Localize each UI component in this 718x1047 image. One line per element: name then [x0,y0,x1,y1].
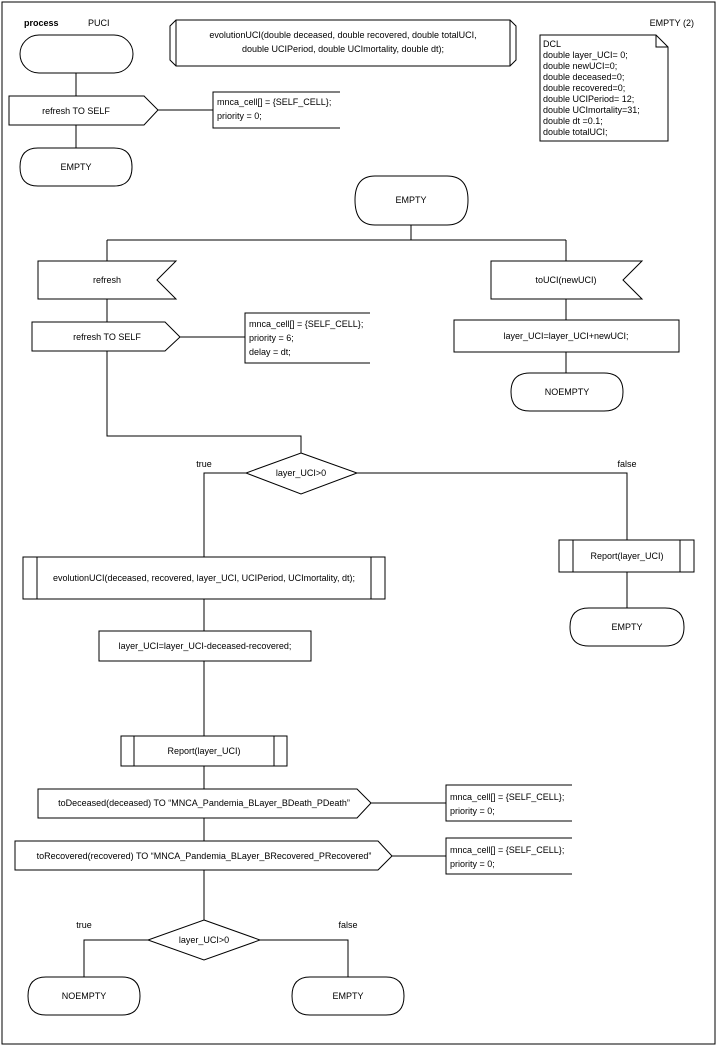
procedure-declaration[interactable]: evolutionUCI(double deceased, double rec… [169,19,517,67]
task-label: layer_UCI=layer_UCI+newUCI; [503,331,628,341]
false-label: false [617,459,636,469]
flow-line [106,351,302,453]
output-label: refresh TO SELF [42,106,110,116]
task-add-newuci[interactable]: layer_UCI=layer_UCI+newUCI; [453,319,680,353]
decision-layer-uci[interactable]: layer_UCI>0 [244,452,359,495]
dcl-line: DCL [543,39,561,49]
note-line: mnca_cell[] = {SELF_CELL}; [450,792,564,802]
state-empty[interactable]: EMPTY [354,175,469,226]
state-label: NOEMPTY [545,387,590,397]
decision-layer-uci-2[interactable]: layer_UCI>0 [146,919,262,961]
process-keyword: process [24,18,59,28]
start-symbol[interactable] [19,34,134,74]
task-subtract[interactable]: layer_UCI=layer_UCI-deceased-recovered; [98,630,312,662]
dcl-line: double dt =0.1; [543,116,603,126]
page-label: EMPTY (2) [650,18,694,28]
report-call-true[interactable]: Report(layer_UCI) [120,735,288,767]
output-note-left: mnca_cell[] = {SELF_CELL}; priority = 6;… [244,312,370,364]
state-label: EMPTY [611,622,642,632]
output-label: refresh TO SELF [73,332,141,342]
input-label: toUCI(newUCI) [535,275,596,285]
dcl-line: double totalUCI; [543,127,608,137]
process-name: PUCI [88,18,110,28]
state-label: NOEMPTY [62,991,107,1001]
dcl-text-block[interactable]: DCL double layer_UCI= 0; double newUCI=0… [539,34,669,142]
note-line: delay = dt; [249,347,291,357]
flow-line [83,939,148,977]
output-to-deceased[interactable]: toDeceased(deceased) TO “MNCA_Pandemia_B… [37,788,372,819]
decision-condition: layer_UCI>0 [179,935,229,945]
true-label: true [196,459,212,469]
output-refresh-top[interactable]: refresh TO SELF [8,95,159,126]
call-label: evolutionUCI(deceased, recovered, layer_… [53,573,355,583]
note-line: priority = 0; [450,806,495,816]
output-refresh-self[interactable]: refresh TO SELF [31,321,181,352]
state-noempty-bottom[interactable]: NOEMPTY [27,976,141,1016]
state-label: EMPTY [332,991,363,1001]
dcl-line: double UCIPeriod= 12; [543,94,634,104]
flow-line [357,472,628,540]
state-empty-bottom[interactable]: EMPTY [291,976,405,1016]
state-empty-top[interactable]: EMPTY [19,147,133,187]
report-call-false[interactable]: Report(layer_UCI) [558,539,695,573]
dcl-line: double deceased=0; [543,72,624,82]
input-label: refresh [93,275,121,285]
flow-line [260,939,349,977]
procedure-call-evolutionuci[interactable]: evolutionUCI(deceased, recovered, layer_… [22,556,386,600]
input-refresh[interactable]: refresh [37,260,178,300]
note-line: priority = 6; [249,333,294,343]
output-note-deceased: mnca_cell[] = {SELF_CELL}; priority = 0; [445,784,572,822]
note-line: mnca_cell[] = {SELF_CELL}; [450,845,564,855]
call-label: Report(layer_UCI) [590,551,663,561]
state-noempty-right[interactable]: NOEMPTY [510,372,624,412]
note-line: priority = 0; [450,859,495,869]
output-label: toDeceased(deceased) TO “MNCA_Pandemia_B… [58,798,350,808]
dcl-line: double layer_UCI= 0; [543,50,628,60]
input-touci[interactable]: toUCI(newUCI) [490,260,644,300]
call-label: Report(layer_UCI) [167,746,240,756]
output-note-recovered: mnca_cell[] = {SELF_CELL}; priority = 0; [445,837,572,875]
output-label: toRecovered(recovered) TO “MNCA_Pandemia… [37,851,372,861]
false-label: false [338,920,357,930]
output-to-recovered[interactable]: toRecovered(recovered) TO “MNCA_Pandemia… [14,840,393,871]
procedure-signature-2: double UCIPeriod, double UCImortality, d… [242,44,444,54]
note-line: mnca_cell[] = {SELF_CELL}; [217,97,331,107]
task-label: layer_UCI=layer_UCI-deceased-recovered; [119,641,292,651]
true-label: true [76,920,92,930]
dcl-line: double UCImortality=31; [543,105,640,115]
state-label: EMPTY [60,162,91,172]
procedure-signature-1: evolutionUCI(double deceased, double rec… [209,30,476,40]
note-line: mnca_cell[] = {SELF_CELL}; [249,319,363,329]
state-empty-false[interactable]: EMPTY [569,607,685,647]
flow-line [203,472,246,557]
output-note-top: mnca_cell[] = {SELF_CELL}; priority = 0; [212,91,340,129]
decision-condition: layer_UCI>0 [276,468,326,478]
note-line: priority = 0; [217,111,262,121]
dcl-line: double newUCI=0; [543,61,617,71]
state-label: EMPTY [395,195,426,205]
dcl-line: double recovered=0; [543,83,625,93]
